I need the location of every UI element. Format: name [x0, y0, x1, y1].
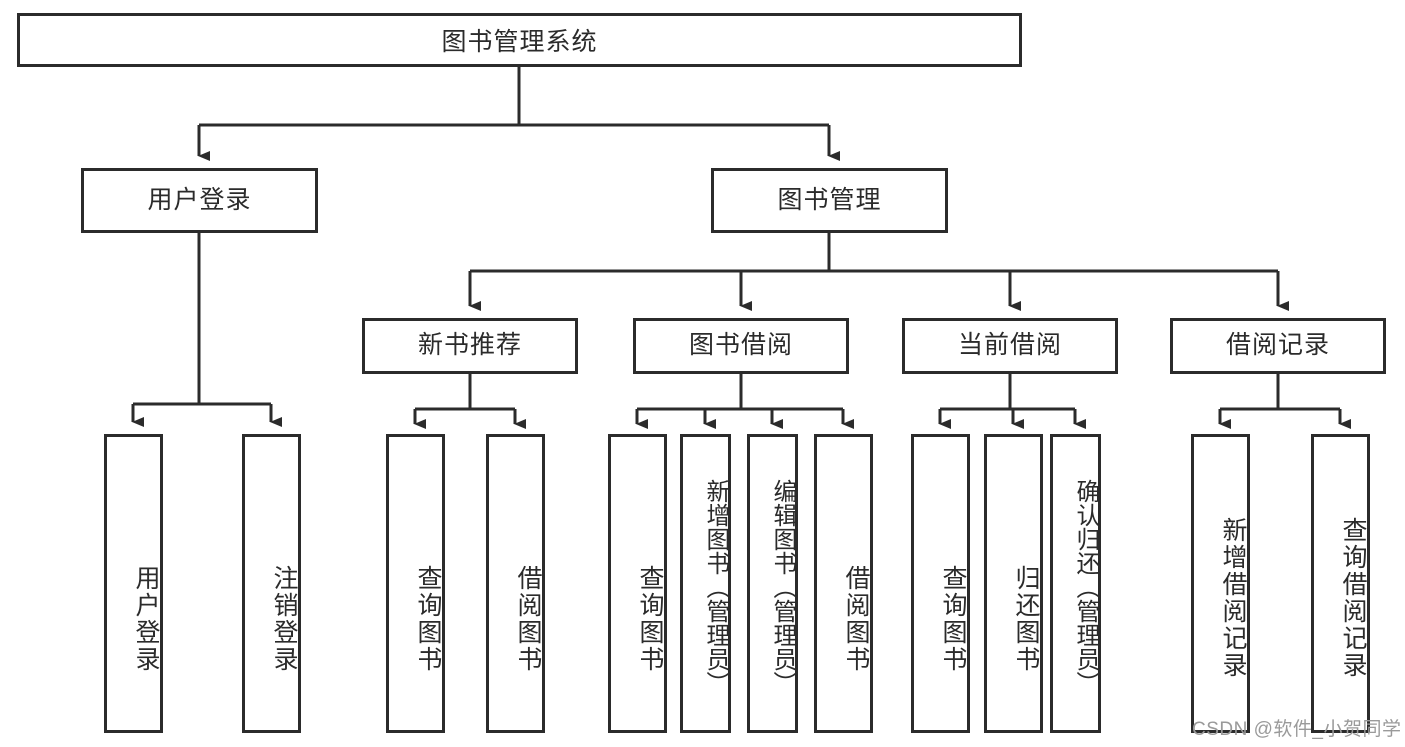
node-user-login[interactable]: 用户登录 — [81, 168, 318, 233]
node-leaf-borrow-book-label: 借阅图书 — [842, 564, 870, 673]
node-book-borrow-label: 图书借阅 — [688, 331, 793, 360]
node-leaf-query-borrow-record-label: 查询借阅记录 — [1339, 516, 1367, 679]
node-leaf-add-book-admin[interactable]: 新增图书（管理员） — [680, 434, 731, 733]
node-leaf-query-borrow-record[interactable]: 查询借阅记录 — [1311, 434, 1370, 733]
node-leaf-return-book[interactable]: 归还图书 — [984, 434, 1043, 733]
node-leaf-user-logout-label: 注销登录 — [270, 564, 298, 673]
node-leaf-add-borrow-record-label: 新增借阅记录 — [1219, 516, 1247, 679]
node-new-book-rec[interactable]: 新书推荐 — [362, 318, 578, 374]
node-leaf-user-logout[interactable]: 注销登录 — [242, 434, 301, 733]
node-book-borrow[interactable]: 图书借阅 — [633, 318, 849, 374]
node-leaf-query-book-rec[interactable]: 查询图书 — [386, 434, 445, 733]
node-root-label: 图书管理系统 — [441, 28, 598, 56]
node-leaf-query-book-current-label: 查询图书 — [939, 564, 967, 673]
node-current-borrow-label: 当前借阅 — [957, 331, 1062, 360]
node-leaf-query-book-borrow[interactable]: 查询图书 — [608, 434, 667, 733]
node-leaf-return-book-label: 归还图书 — [1012, 564, 1040, 673]
node-leaf-edit-book-admin[interactable]: 编辑图书（管理员） — [747, 434, 798, 733]
node-leaf-borrow-book-rec[interactable]: 借阅图书 — [486, 434, 545, 733]
node-book-manage-label: 图书管理 — [777, 185, 882, 214]
node-leaf-confirm-return-label: 确认归还（管理员） — [1072, 478, 1099, 695]
node-leaf-user-login[interactable]: 用户登录 — [104, 434, 163, 733]
node-leaf-confirm-return[interactable]: 确认归还（管理员） — [1050, 434, 1101, 733]
node-leaf-borrow-book[interactable]: 借阅图书 — [814, 434, 873, 733]
node-leaf-borrow-book-rec-label: 借阅图书 — [514, 564, 542, 673]
node-leaf-query-book-borrow-label: 查询图书 — [636, 564, 664, 673]
node-borrow-record-label: 借阅记录 — [1225, 331, 1330, 360]
node-leaf-add-borrow-record[interactable]: 新增借阅记录 — [1191, 434, 1250, 733]
node-leaf-query-book-rec-label: 查询图书 — [414, 564, 442, 673]
node-leaf-user-login-label: 用户登录 — [132, 564, 160, 673]
node-leaf-add-book-admin-label: 新增图书（管理员） — [702, 478, 729, 695]
node-borrow-record[interactable]: 借阅记录 — [1170, 318, 1386, 374]
node-new-book-rec-label: 新书推荐 — [417, 331, 522, 360]
node-leaf-query-book-current[interactable]: 查询图书 — [911, 434, 970, 733]
node-user-login-label: 用户登录 — [147, 185, 252, 214]
node-leaf-edit-book-admin-label: 编辑图书（管理员） — [769, 478, 796, 695]
node-root[interactable]: 图书管理系统 — [17, 13, 1022, 67]
node-current-borrow[interactable]: 当前借阅 — [902, 318, 1118, 374]
node-book-manage[interactable]: 图书管理 — [711, 168, 948, 233]
